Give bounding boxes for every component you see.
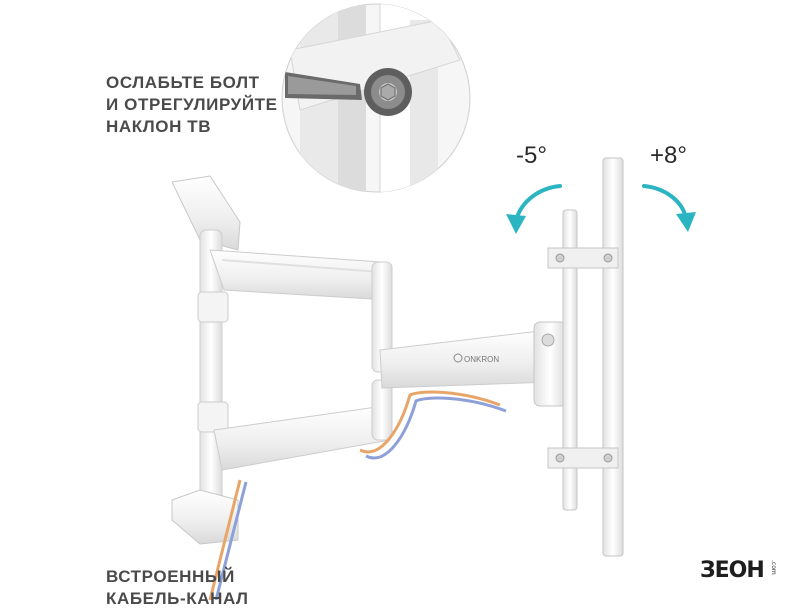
cable-channel <box>208 390 507 600</box>
tilt-down-angle: -5° <box>516 142 547 169</box>
tv-rails <box>547 157 624 557</box>
tilt-adjust-caption: ОСЛАБЬТЕ БОЛТ И ОТРЕГУЛИРУЙТЕ НАКЛОН ТВ <box>106 73 278 136</box>
cable-channel-caption: ВСТРОЕННЫЙ КАБЕЛЬ-КАНАЛ <box>106 567 249 608</box>
detail-zoom-circle <box>281 3 471 193</box>
tilt-down-arrowhead-icon <box>506 214 526 234</box>
upper-arm <box>209 249 393 373</box>
lower-arm <box>213 379 393 471</box>
brand-mark: ONKRON <box>464 355 499 364</box>
wrench-icon <box>285 68 412 116</box>
tilt-down-arrow-icon <box>514 184 562 222</box>
tilt-up-angle: +8° <box>650 142 687 169</box>
tilt-up-arrowhead-icon <box>676 212 696 232</box>
wall-plate <box>171 175 241 545</box>
store-logo-sub: .com <box>770 560 777 575</box>
store-logo-text: ЗЕОН <box>700 558 765 583</box>
tilt-up-arrow-icon <box>642 184 688 220</box>
store-logo: ЗЕОН .com <box>700 558 790 588</box>
tilt-head <box>533 321 567 407</box>
